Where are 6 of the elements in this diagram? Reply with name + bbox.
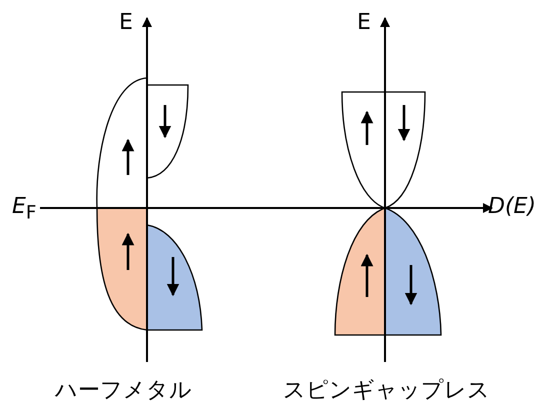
caption: スピンギャップレス xyxy=(283,380,490,402)
caption: ハーフメタル xyxy=(55,380,192,402)
axis-label: D(E) xyxy=(488,196,536,218)
axis-label: E xyxy=(119,12,133,34)
axis-label: E xyxy=(357,12,371,34)
fermi-level-label: E$_{F}$ xyxy=(12,196,36,223)
